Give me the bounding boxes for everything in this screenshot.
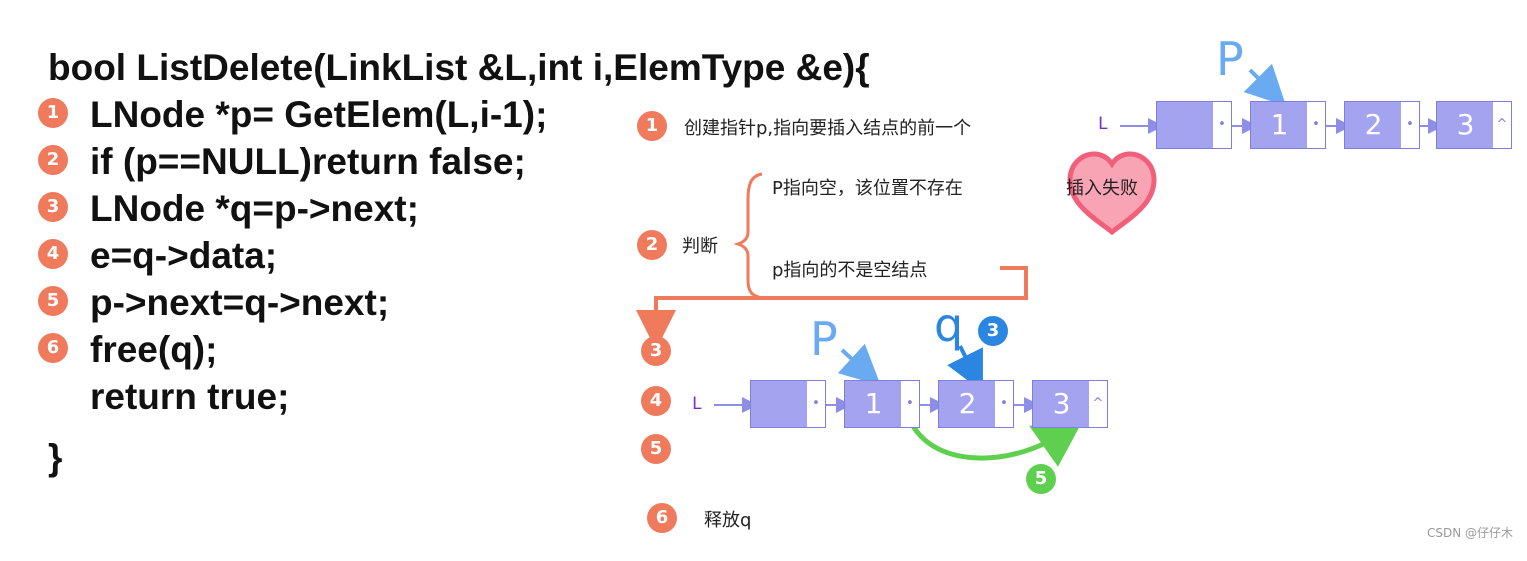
code-line-2: 2 if (p==NULL)return false; [38, 138, 526, 185]
code-block: bool ListDelete(LinkList &L,int i,ElemTy… [38, 44, 870, 478]
code-line-text: p->next=q->next; [90, 282, 390, 323]
node-next: • [807, 381, 825, 427]
step-badge-4: 4 [38, 239, 68, 269]
step-badge-3-right: 3 [641, 336, 671, 366]
function-signature-text: bool ListDelete(LinkList &L,int i,ElemTy… [48, 47, 870, 88]
code-line-text: e=q->data; [90, 235, 278, 276]
node-next: • [1307, 102, 1325, 148]
code-line-text: LNode *p= GetElem(L,i-1); [90, 94, 548, 135]
branch-null-note: P指向空，该位置不存在 [772, 178, 963, 199]
top-head-label: L [1098, 114, 1109, 134]
node-next: • [901, 381, 919, 427]
bottom-q-label: q [934, 298, 964, 352]
node-next: ^ [1089, 381, 1107, 427]
node-value: 2 [1345, 102, 1403, 148]
top-node-1: 1 • [1250, 101, 1326, 149]
code-line-6: 6 free(q); [38, 326, 217, 373]
node-value: 1 [1251, 102, 1309, 148]
insert-failed-note: 插入失败 [1066, 178, 1138, 199]
bottom-node-3: 3 ^ [1032, 380, 1108, 428]
step-badge-2: 2 [38, 145, 68, 175]
step-badge-6-right: 6 [647, 503, 677, 533]
node-next: • [995, 381, 1013, 427]
step-badge-3: 3 [38, 192, 68, 222]
heart-icon [1067, 151, 1157, 236]
step-2-note: 判断 [682, 236, 718, 257]
top-node-3: 3 ^ [1436, 101, 1512, 149]
bottom-p-arrow [837, 343, 881, 386]
top-node-2: 2 • [1344, 101, 1420, 149]
top-p-arrow [1243, 63, 1287, 107]
closing-brace-text: } [48, 437, 63, 478]
node-value [751, 381, 809, 427]
step-badge-6: 6 [38, 333, 68, 363]
top-p-label: P [1216, 32, 1244, 86]
node-value: 2 [939, 381, 997, 427]
watermark: CSDN @仔仔木 [1426, 526, 1513, 540]
q-badge: 3 [978, 316, 1008, 346]
bottom-p-label: P [810, 312, 838, 366]
closing-brace: } [48, 420, 89, 478]
bottom-node-head: • [750, 380, 826, 428]
relink-badge: 5 [1026, 464, 1056, 494]
code-line-text: LNode *q=p->next; [90, 188, 419, 229]
bottom-head-label: L [692, 394, 703, 414]
bottom-node-1: 1 • [844, 380, 920, 428]
code-line-text: free(q); [90, 329, 218, 370]
function-signature: bool ListDelete(LinkList &L,int i,ElemTy… [48, 44, 870, 91]
node-next: • [1213, 102, 1231, 148]
bottom-q-arrow [947, 345, 983, 392]
node-next: ^ [1493, 102, 1511, 148]
code-line-4: 4 e=q->data; [38, 232, 277, 279]
step-1-note: 创建指针p,指向要插入结点的前一个 [684, 118, 972, 139]
step-badge-5: 5 [38, 286, 68, 316]
step-badge-2-right: 2 [637, 230, 667, 260]
node-value [1157, 102, 1215, 148]
code-line-5: 5 p->next=q->next; [38, 279, 389, 326]
code-line-return: return true; [48, 373, 289, 420]
code-line-3: 3 LNode *q=p->next; [38, 185, 419, 232]
node-value: 1 [845, 381, 903, 427]
node-next: • [1401, 102, 1419, 148]
decision-brace [733, 172, 763, 300]
step-badge-1-right: 1 [637, 111, 667, 141]
node-value: 3 [1033, 381, 1091, 427]
branch-not-null-note: p指向的不是空结点 [772, 260, 928, 281]
step-badge-5-right: 5 [641, 434, 671, 464]
top-node-head: • [1156, 101, 1232, 149]
bottom-node-2: 2 • [938, 380, 1014, 428]
step-badge-4-right: 4 [641, 386, 671, 416]
flow-arrow [636, 266, 1028, 350]
step-6-note: 释放q [704, 510, 752, 531]
code-line-1: 1 LNode *p= GetElem(L,i-1); [38, 91, 547, 138]
step-badge-1: 1 [38, 98, 68, 128]
node-value: 3 [1437, 102, 1495, 148]
diagram-strokes [636, 63, 1444, 467]
code-line-text: if (p==NULL)return false; [90, 141, 526, 182]
code-line-text: return true; [90, 376, 290, 417]
